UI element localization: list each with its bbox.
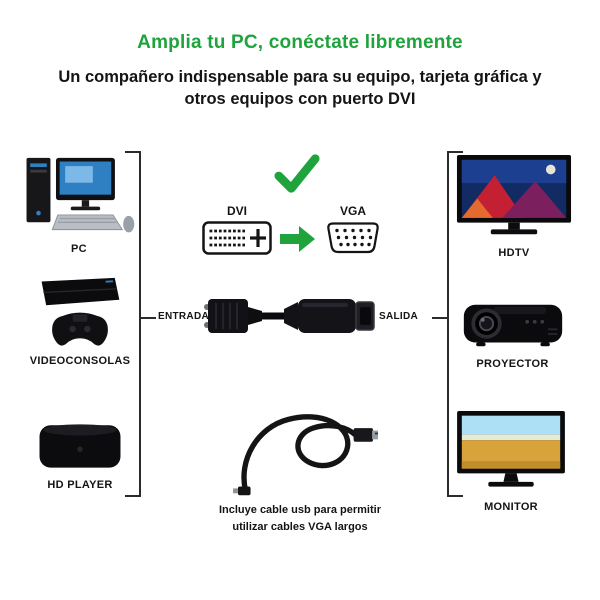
arrow-right-icon xyxy=(280,226,315,252)
dvi-label: DVI xyxy=(226,204,247,218)
desktop-pc-icon xyxy=(26,157,135,233)
subtitle-line-2: otros equipos con puerto DVI xyxy=(184,90,416,109)
device-label-hdtv: HDTV xyxy=(498,247,530,259)
device-label-hd-player: HD PLAYER xyxy=(47,479,113,491)
hdtv-icon xyxy=(456,155,572,235)
device-pc: PC xyxy=(18,154,140,255)
salida-label: SALIDA xyxy=(379,311,419,322)
entrada-label: ENTRADA xyxy=(158,311,209,322)
left-group-bracket xyxy=(125,151,156,497)
device-label-monitor: MONITOR xyxy=(484,501,538,513)
hd-player-icon xyxy=(39,424,121,468)
device-hd-player: HD PLAYER xyxy=(30,416,130,491)
usb-note-line-2: utilizar cables VGA largos xyxy=(232,521,368,534)
device-monitor: MONITOR xyxy=(452,410,570,513)
device-hdtv: HDTV xyxy=(452,154,576,259)
dvi-to-vga-adapter-image xyxy=(204,299,375,333)
page-subtitle: Un compañero indispensable para su equip… xyxy=(30,66,570,111)
usb-note: Incluye cable usb para permitir utilizar… xyxy=(140,502,460,536)
device-label-proyector: PROYECTOR xyxy=(476,358,549,370)
device-proyector: PROYECTOR xyxy=(455,297,570,370)
vga-connector-icon xyxy=(327,222,379,254)
page-title: Amplia tu PC, conéctate libremente xyxy=(137,32,463,53)
usb-cable-image xyxy=(233,414,378,496)
projector-icon xyxy=(463,304,562,347)
check-mark-icon xyxy=(274,154,320,193)
usb-note-line-1: Incluye cable usb para permitir xyxy=(218,504,381,516)
vga-label: VGA xyxy=(339,204,366,218)
right-group-bracket xyxy=(432,151,463,497)
monitor-icon xyxy=(457,410,565,487)
game-console-icon xyxy=(41,277,120,346)
dvi-connector-icon xyxy=(202,221,272,255)
device-label-videoconsolas: VIDEOCONSOLAS xyxy=(29,355,131,367)
device-videoconsolas: VIDEOCONSOLAS xyxy=(28,276,132,367)
subtitle-line-1: Un compañero indispensable para su equip… xyxy=(58,68,542,86)
device-label-pc: PC xyxy=(71,243,87,255)
